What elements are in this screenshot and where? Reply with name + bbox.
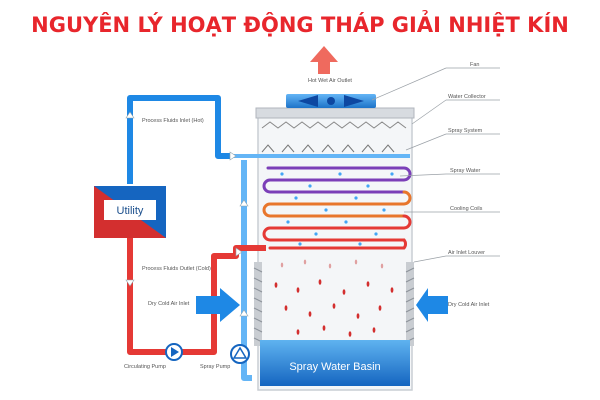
spray-water-basin	[260, 340, 410, 386]
air-inlet-louver-left	[253, 262, 263, 346]
cooling-coils-label: Cooling Coils	[450, 206, 483, 212]
dry-cold-air-inlet-left-arrow-icon	[196, 288, 240, 322]
spray-system-label: Spray System	[448, 128, 483, 134]
hot-wet-air-outlet-label: Hot Wet Air Outlet	[308, 78, 352, 84]
air-inlet-louver-right	[405, 262, 415, 346]
spray-water-droplets	[280, 172, 394, 246]
utility-label: Utility	[117, 205, 144, 217]
air-inlet-louver-label: Air Inlet Louver	[448, 250, 485, 256]
flow-arrow-icons	[125, 111, 249, 317]
water-collector-label: Water Collector	[448, 94, 486, 100]
dry-cold-air-inlet-right-label: Dry Cold Air Inlet	[448, 302, 490, 308]
fan-icon	[286, 94, 376, 108]
spray-pump-icon	[230, 344, 250, 364]
spray-header-pipe	[230, 154, 410, 158]
spray-system	[261, 144, 395, 153]
leader-lines	[371, 67, 500, 263]
page-title: NGUYÊN LÝ HOẠT ĐỘNG THÁP GIẢI NHIỆT KÍN	[31, 10, 569, 37]
circulating-pump-icon	[165, 343, 183, 361]
hot-air-outlet-arrow-icon	[310, 46, 338, 74]
dry-cold-air-inlet-right-arrow-icon	[416, 288, 448, 322]
cooling-coils	[262, 166, 412, 250]
utility-box	[94, 186, 166, 238]
spray-water-label: Spray Water	[450, 168, 481, 174]
fan-label: Fan	[470, 62, 479, 68]
spray-water-pipe	[241, 160, 252, 381]
circulating-pump-label: Circulating Pump	[124, 364, 166, 370]
spray-water-basin-label: Spray Water Basin	[289, 361, 380, 373]
dry-cold-air-inlet-left-label: Dry Cold Air Inlet	[148, 301, 190, 307]
water-collector	[261, 121, 407, 129]
falling-droplets	[274, 259, 394, 337]
spray-pump-label: Spray Pump	[200, 364, 230, 370]
cold-pipe	[127, 95, 232, 184]
process-fluids-inlet-label: Process Fluids Inlet (Hot)	[142, 118, 204, 124]
process-fluids-outlet-label: Process Fluids Outlet (Cold)	[142, 266, 211, 272]
